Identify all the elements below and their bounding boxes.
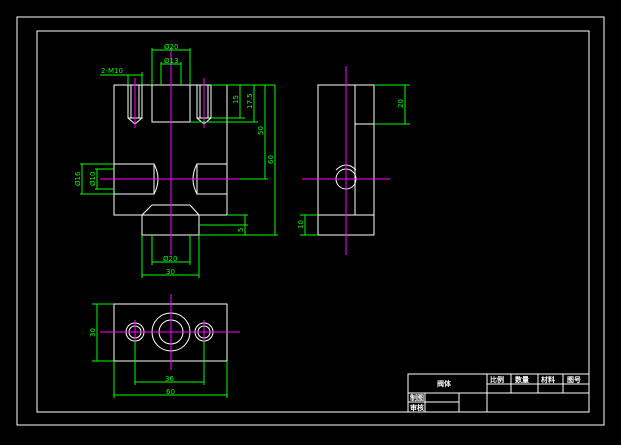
- dim-side-height: 20: [397, 99, 405, 108]
- plan-centerlines: [100, 294, 240, 370]
- dim-side-bore-outer: Ø16: [74, 171, 82, 186]
- dim-top-hole: Ø13: [164, 57, 178, 65]
- dim-plan-height: 30: [89, 328, 97, 337]
- title-block-quantity-label: 数量: [515, 375, 529, 384]
- front-dimensions: [80, 48, 278, 278]
- dim-top-bore: Ø20: [164, 43, 178, 51]
- dim-bottom-width: 30: [166, 268, 175, 276]
- title-block-drawn-label: 制图: [410, 393, 424, 402]
- title-block: [407, 373, 590, 413]
- title-block-checked-label: 审核: [410, 403, 424, 412]
- dim-17-5: 17.5: [246, 93, 254, 109]
- front-dim-text: Ø20 Ø13 2-M10 15 17.5 50 60 Ø16 Ø10 5 Ø2…: [74, 43, 275, 276]
- dim-side-bore-inner: Ø10: [89, 172, 97, 186]
- title-block-scale-label: 比例: [490, 375, 504, 384]
- plan-dimensions: [92, 303, 228, 398]
- side-dimensions: [300, 84, 410, 236]
- front-centerlines: [100, 48, 240, 255]
- dim-bottom-bore: Ø20: [163, 255, 177, 263]
- title-block-material-label: 材料: [540, 375, 555, 384]
- inner-frame: [36, 30, 590, 413]
- side-centerlines: [302, 66, 390, 255]
- outer-frame: [16, 16, 605, 426]
- dim-15: 15: [232, 95, 240, 104]
- title-block-name: 阀体: [437, 379, 452, 388]
- dim-side-base: 10: [297, 220, 305, 229]
- dim-5: 5: [237, 228, 245, 232]
- dim-50: 50: [257, 126, 265, 135]
- title-block-number-label: 图号: [567, 375, 581, 384]
- dim-60: 60: [267, 155, 275, 164]
- dim-hole-spacing: 36: [165, 375, 174, 383]
- dim-plan-width: 60: [166, 388, 175, 396]
- dim-thread: 2-M10: [101, 67, 123, 75]
